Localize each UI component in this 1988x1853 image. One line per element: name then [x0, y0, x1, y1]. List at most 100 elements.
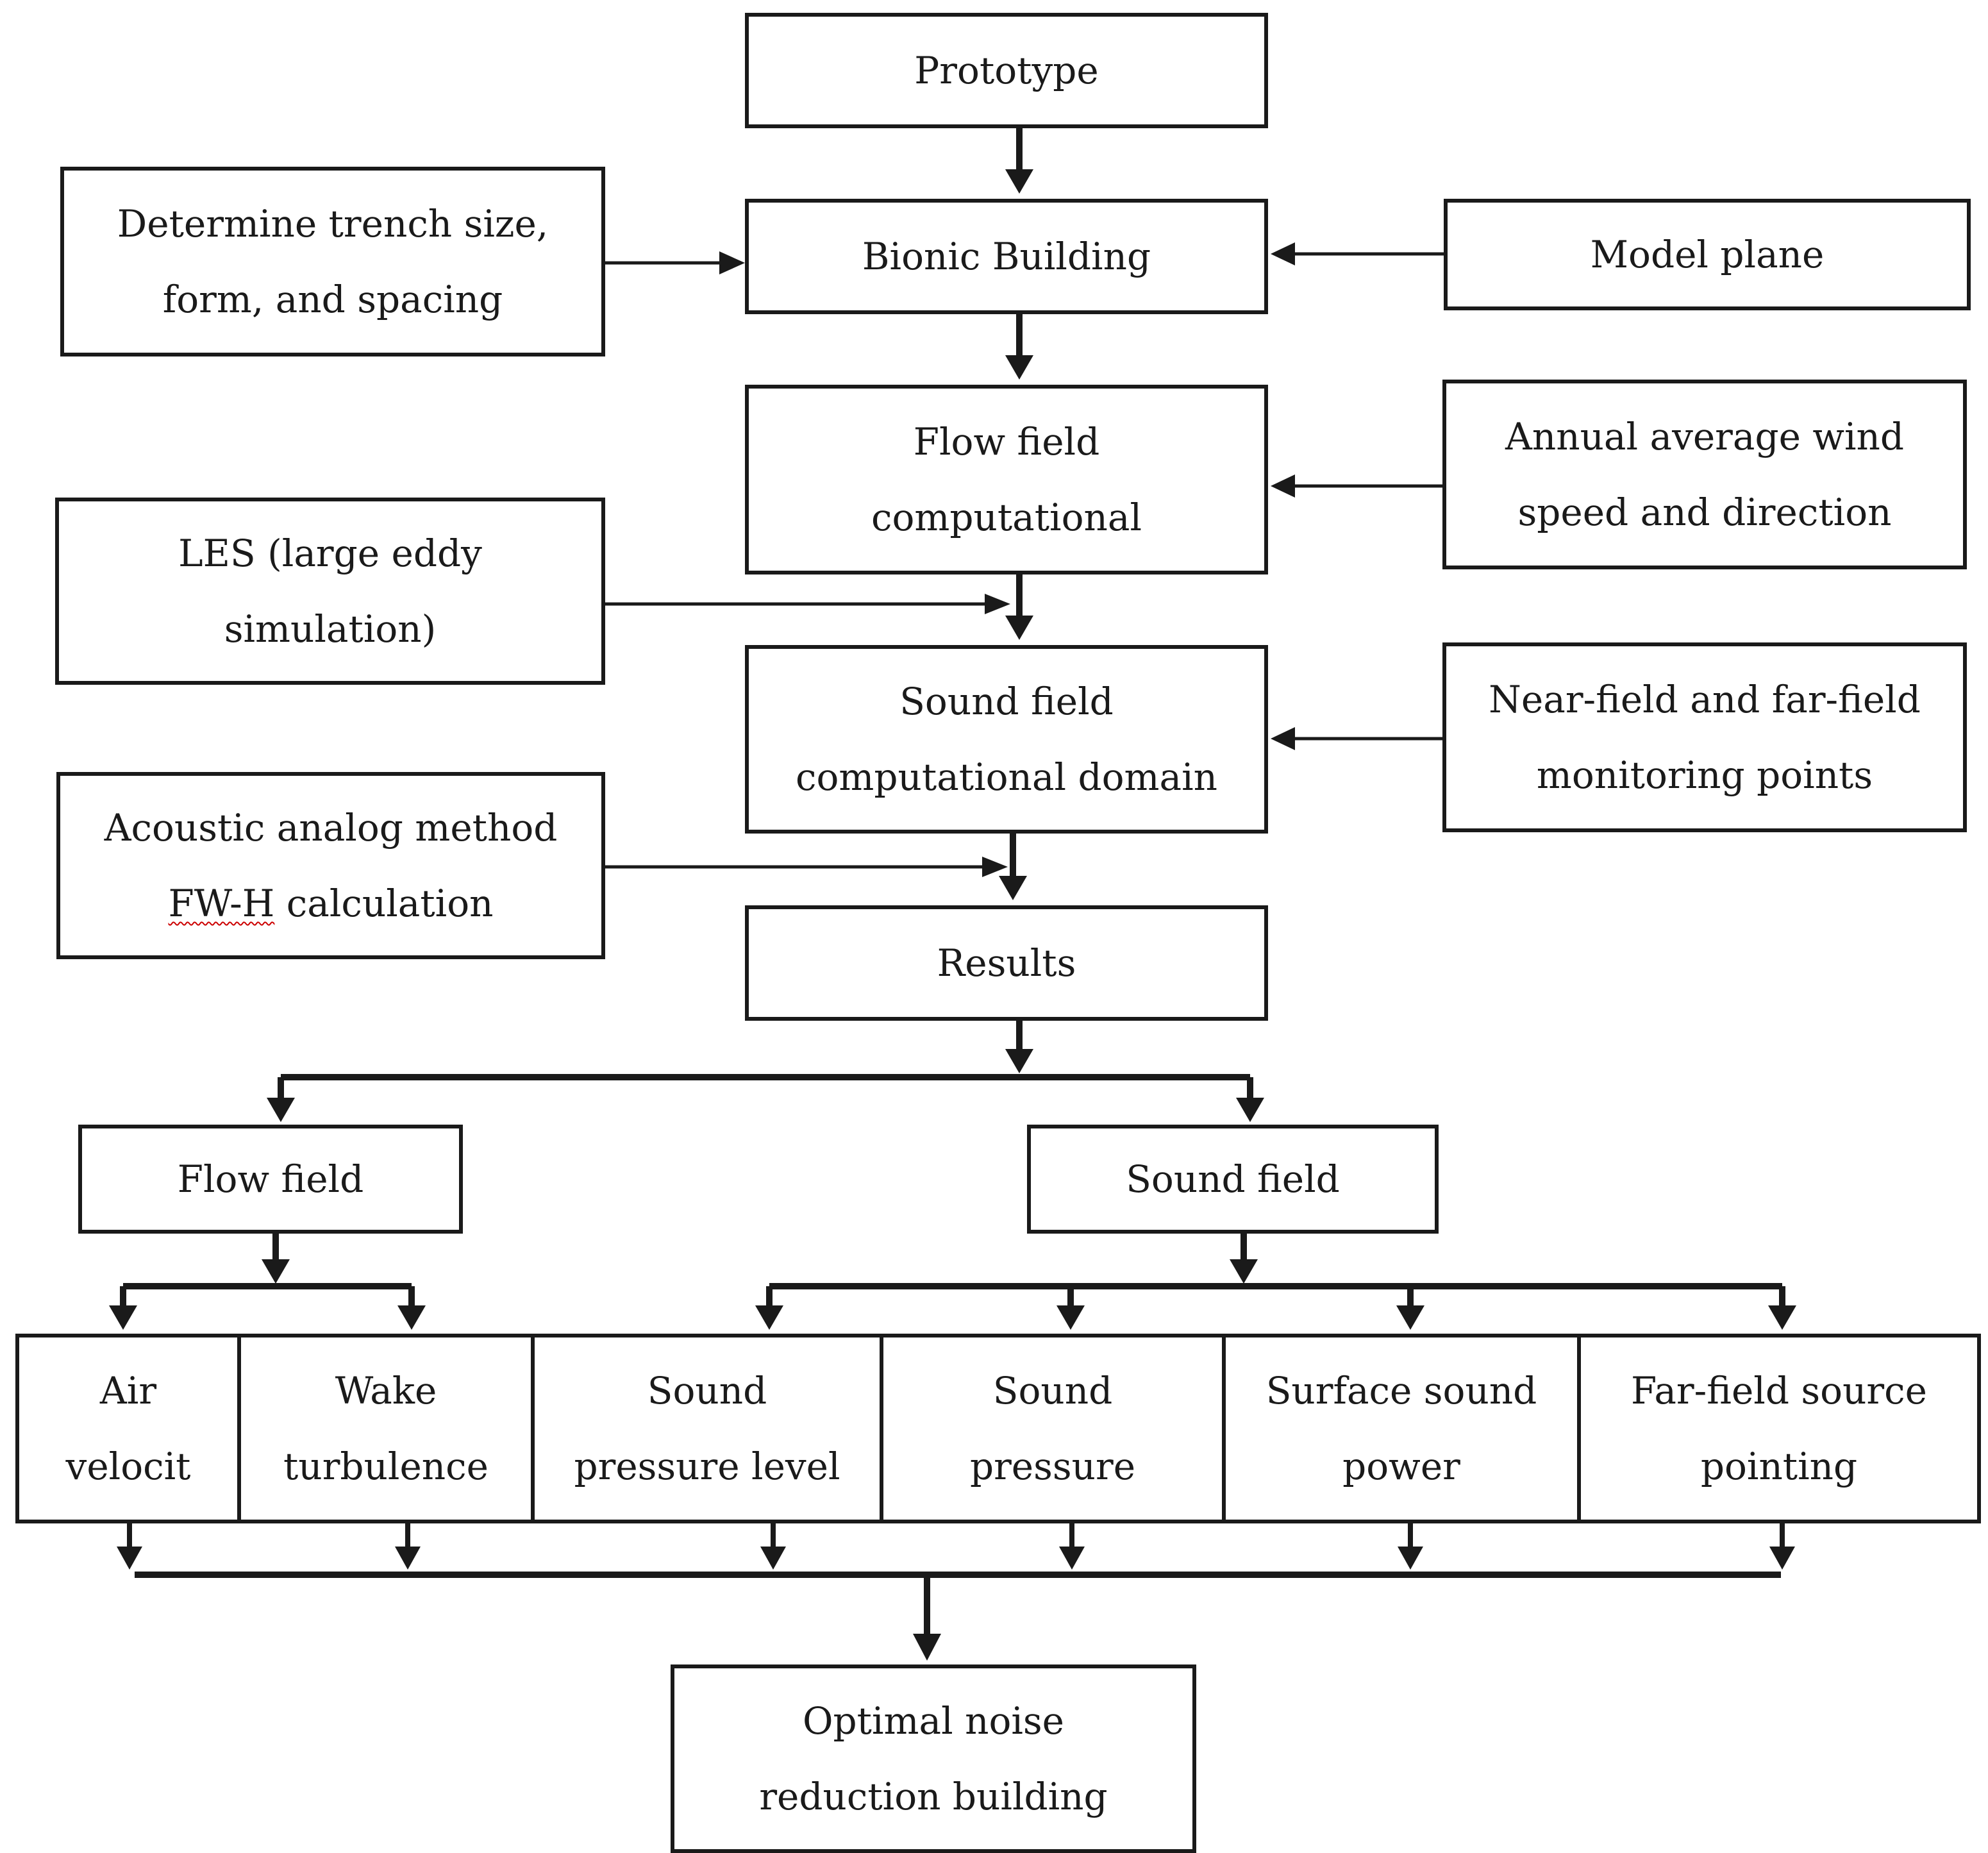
optimal-building-label: Optimal noise reduction building — [759, 1683, 1107, 1834]
sound-pressure-level-label: Sound pressure level — [574, 1353, 840, 1504]
arrowhead-air — [109, 1305, 137, 1330]
flow-field-computational-box: Flow field computational — [745, 385, 1268, 574]
arrowhead-drop-ffsp — [1769, 1547, 1795, 1570]
arrowhead-flow-split — [262, 1259, 290, 1284]
prototype-box: Prototype — [745, 13, 1268, 128]
trench-label: Determine trench size, form, and spacing — [117, 186, 548, 337]
arrowhead-sound-split — [1230, 1259, 1258, 1284]
sound-pressure-level-line-2: pressure level — [574, 1445, 840, 1488]
flow-field-label: Flow field — [178, 1141, 363, 1217]
sound-field-label: Sound field — [1126, 1141, 1340, 1217]
bionic-building-box: Bionic Building — [745, 199, 1268, 314]
sound-field-line-1: Sound field — [1126, 1157, 1340, 1201]
sound-pressure-box: Sound pressure — [880, 1334, 1226, 1523]
wake-turbulence-label: Wake turbulence — [283, 1353, 489, 1504]
air-velocity-box: Air velocit — [15, 1334, 241, 1523]
wake-turbulence-line-1: Wake — [335, 1369, 437, 1413]
sound-field-box: Sound field — [1027, 1125, 1439, 1234]
arrowhead-flowcomp — [1005, 355, 1033, 380]
arrowhead-model-plane — [1271, 242, 1295, 265]
monitoring-points-label: Near-field and far-field monitoring poin… — [1489, 662, 1921, 813]
arrowhead-acoustic — [982, 857, 1008, 877]
les-line-2: simulation) — [224, 607, 437, 651]
arrowhead-drop-wake — [395, 1547, 421, 1570]
air-velocity-label: Air velocit — [66, 1353, 191, 1504]
sound-field-computational-domain-label: Sound field computational domain — [796, 664, 1217, 815]
prototype-label-line-1: Prototype — [914, 49, 1099, 92]
far-field-source-pointing-label: Far-field source pointing — [1631, 1353, 1927, 1504]
arrowhead-drop-sp — [1059, 1547, 1085, 1570]
surface-sound-power-line-1: Surface sound — [1265, 1369, 1537, 1413]
model-plane-line-1: Model plane — [1590, 233, 1825, 276]
wake-turbulence-box: Wake turbulence — [237, 1334, 535, 1523]
wake-turbulence-line-2: turbulence — [283, 1445, 489, 1488]
results-label: Results — [937, 925, 1076, 1001]
arrowhead-sound-field — [1236, 1098, 1264, 1122]
arrowhead-results-down — [1005, 1049, 1033, 1073]
prototype-label: Prototype — [914, 33, 1098, 108]
wind-line-1: Annual average wind — [1505, 415, 1905, 458]
monitoring-line-2: monitoring points — [1536, 753, 1873, 797]
air-velocity-line-2: velocit — [65, 1445, 191, 1488]
arrowhead-optimal — [913, 1634, 941, 1661]
bionic-building-label: Bionic Building — [862, 219, 1151, 294]
results-box: Results — [745, 905, 1268, 1021]
arrowhead-trench — [719, 251, 745, 274]
arrowhead-drop-air — [117, 1547, 142, 1570]
sound-pressure-level-box: Sound pressure level — [531, 1334, 883, 1523]
arrowhead-ssp — [1396, 1305, 1424, 1330]
bionic-building-label-line-1: Bionic Building — [862, 235, 1151, 278]
arrowhead-les — [985, 594, 1010, 614]
flow-field-computational-line-2: computational — [871, 496, 1142, 539]
monitoring-points-box: Near-field and far-field monitoring poin… — [1442, 642, 1967, 832]
spellcheck-squiggle: FW-H — [168, 882, 275, 925]
model-plane-label: Model plane — [1591, 217, 1825, 292]
arrowhead-flow-field — [267, 1098, 295, 1122]
acoustic-analog-label: Acoustic analog method FW-H calculation — [104, 790, 558, 941]
acoustic-line-1: Acoustic analog method — [104, 806, 558, 850]
arrowhead-spl — [755, 1305, 783, 1330]
sound-pressure-line-1: Sound — [992, 1369, 1113, 1413]
optimal-building-line-1: Optimal noise — [802, 1699, 1064, 1743]
sound-pressure-level-line-1: Sound — [647, 1369, 767, 1413]
arrowhead-bionic — [1005, 169, 1033, 194]
air-velocity-line-1: Air — [99, 1369, 157, 1413]
optimal-building-box: Optimal noise reduction building — [671, 1664, 1196, 1853]
arrowhead-results — [999, 876, 1027, 900]
sound-pressure-line-2: pressure — [969, 1445, 1136, 1488]
far-field-source-pointing-line-1: Far-field source — [1631, 1369, 1927, 1413]
arrowhead-ffsp — [1768, 1305, 1796, 1330]
flow-field-box: Flow field — [78, 1125, 463, 1234]
flow-field-line-1: Flow field — [177, 1157, 364, 1201]
arrowhead-drop-spl — [760, 1547, 786, 1570]
sound-field-computational-domain-box: Sound field computational domain — [745, 645, 1268, 834]
wind-line-2: speed and direction — [1517, 491, 1892, 534]
sound-pressure-label: Sound pressure — [970, 1353, 1135, 1504]
surface-sound-power-box: Surface sound power — [1222, 1334, 1581, 1523]
trench-box: Determine trench size, form, and spacing — [60, 167, 605, 356]
wind-box: Annual average wind speed and direction — [1442, 380, 1967, 569]
acoustic-analog-box: Acoustic analog method FW-H calculation — [56, 772, 605, 959]
arrowhead-sp — [1057, 1305, 1085, 1330]
arrowhead-monitoring — [1271, 727, 1295, 750]
surface-sound-power-label: Surface sound power — [1266, 1353, 1537, 1504]
acoustic-line-2: FW-H calculation — [168, 882, 494, 925]
flow-field-computational-label: Flow field computational — [871, 404, 1142, 555]
surface-sound-power-line-2: power — [1342, 1445, 1460, 1488]
far-field-source-pointing-box: Far-field source pointing — [1577, 1334, 1981, 1523]
results-label-line-1: Results — [937, 941, 1076, 985]
trench-line-1: Determine trench size, — [117, 202, 549, 246]
sound-field-computational-domain-line-2: computational domain — [796, 755, 1217, 799]
trench-line-2: form, and spacing — [162, 278, 503, 321]
sound-field-computational-domain-line-1: Sound field — [899, 680, 1114, 723]
far-field-source-pointing-line-2: pointing — [1700, 1445, 1858, 1488]
arrowhead-soundcomp — [1005, 616, 1033, 640]
arrowhead-wind — [1271, 474, 1295, 498]
model-plane-box: Model plane — [1444, 199, 1971, 310]
wind-label: Annual average wind speed and direction — [1505, 399, 1904, 550]
arrowhead-wake — [397, 1305, 426, 1330]
les-box: LES (large eddy simulation) — [55, 498, 605, 685]
optimal-building-line-2: reduction building — [759, 1775, 1108, 1818]
